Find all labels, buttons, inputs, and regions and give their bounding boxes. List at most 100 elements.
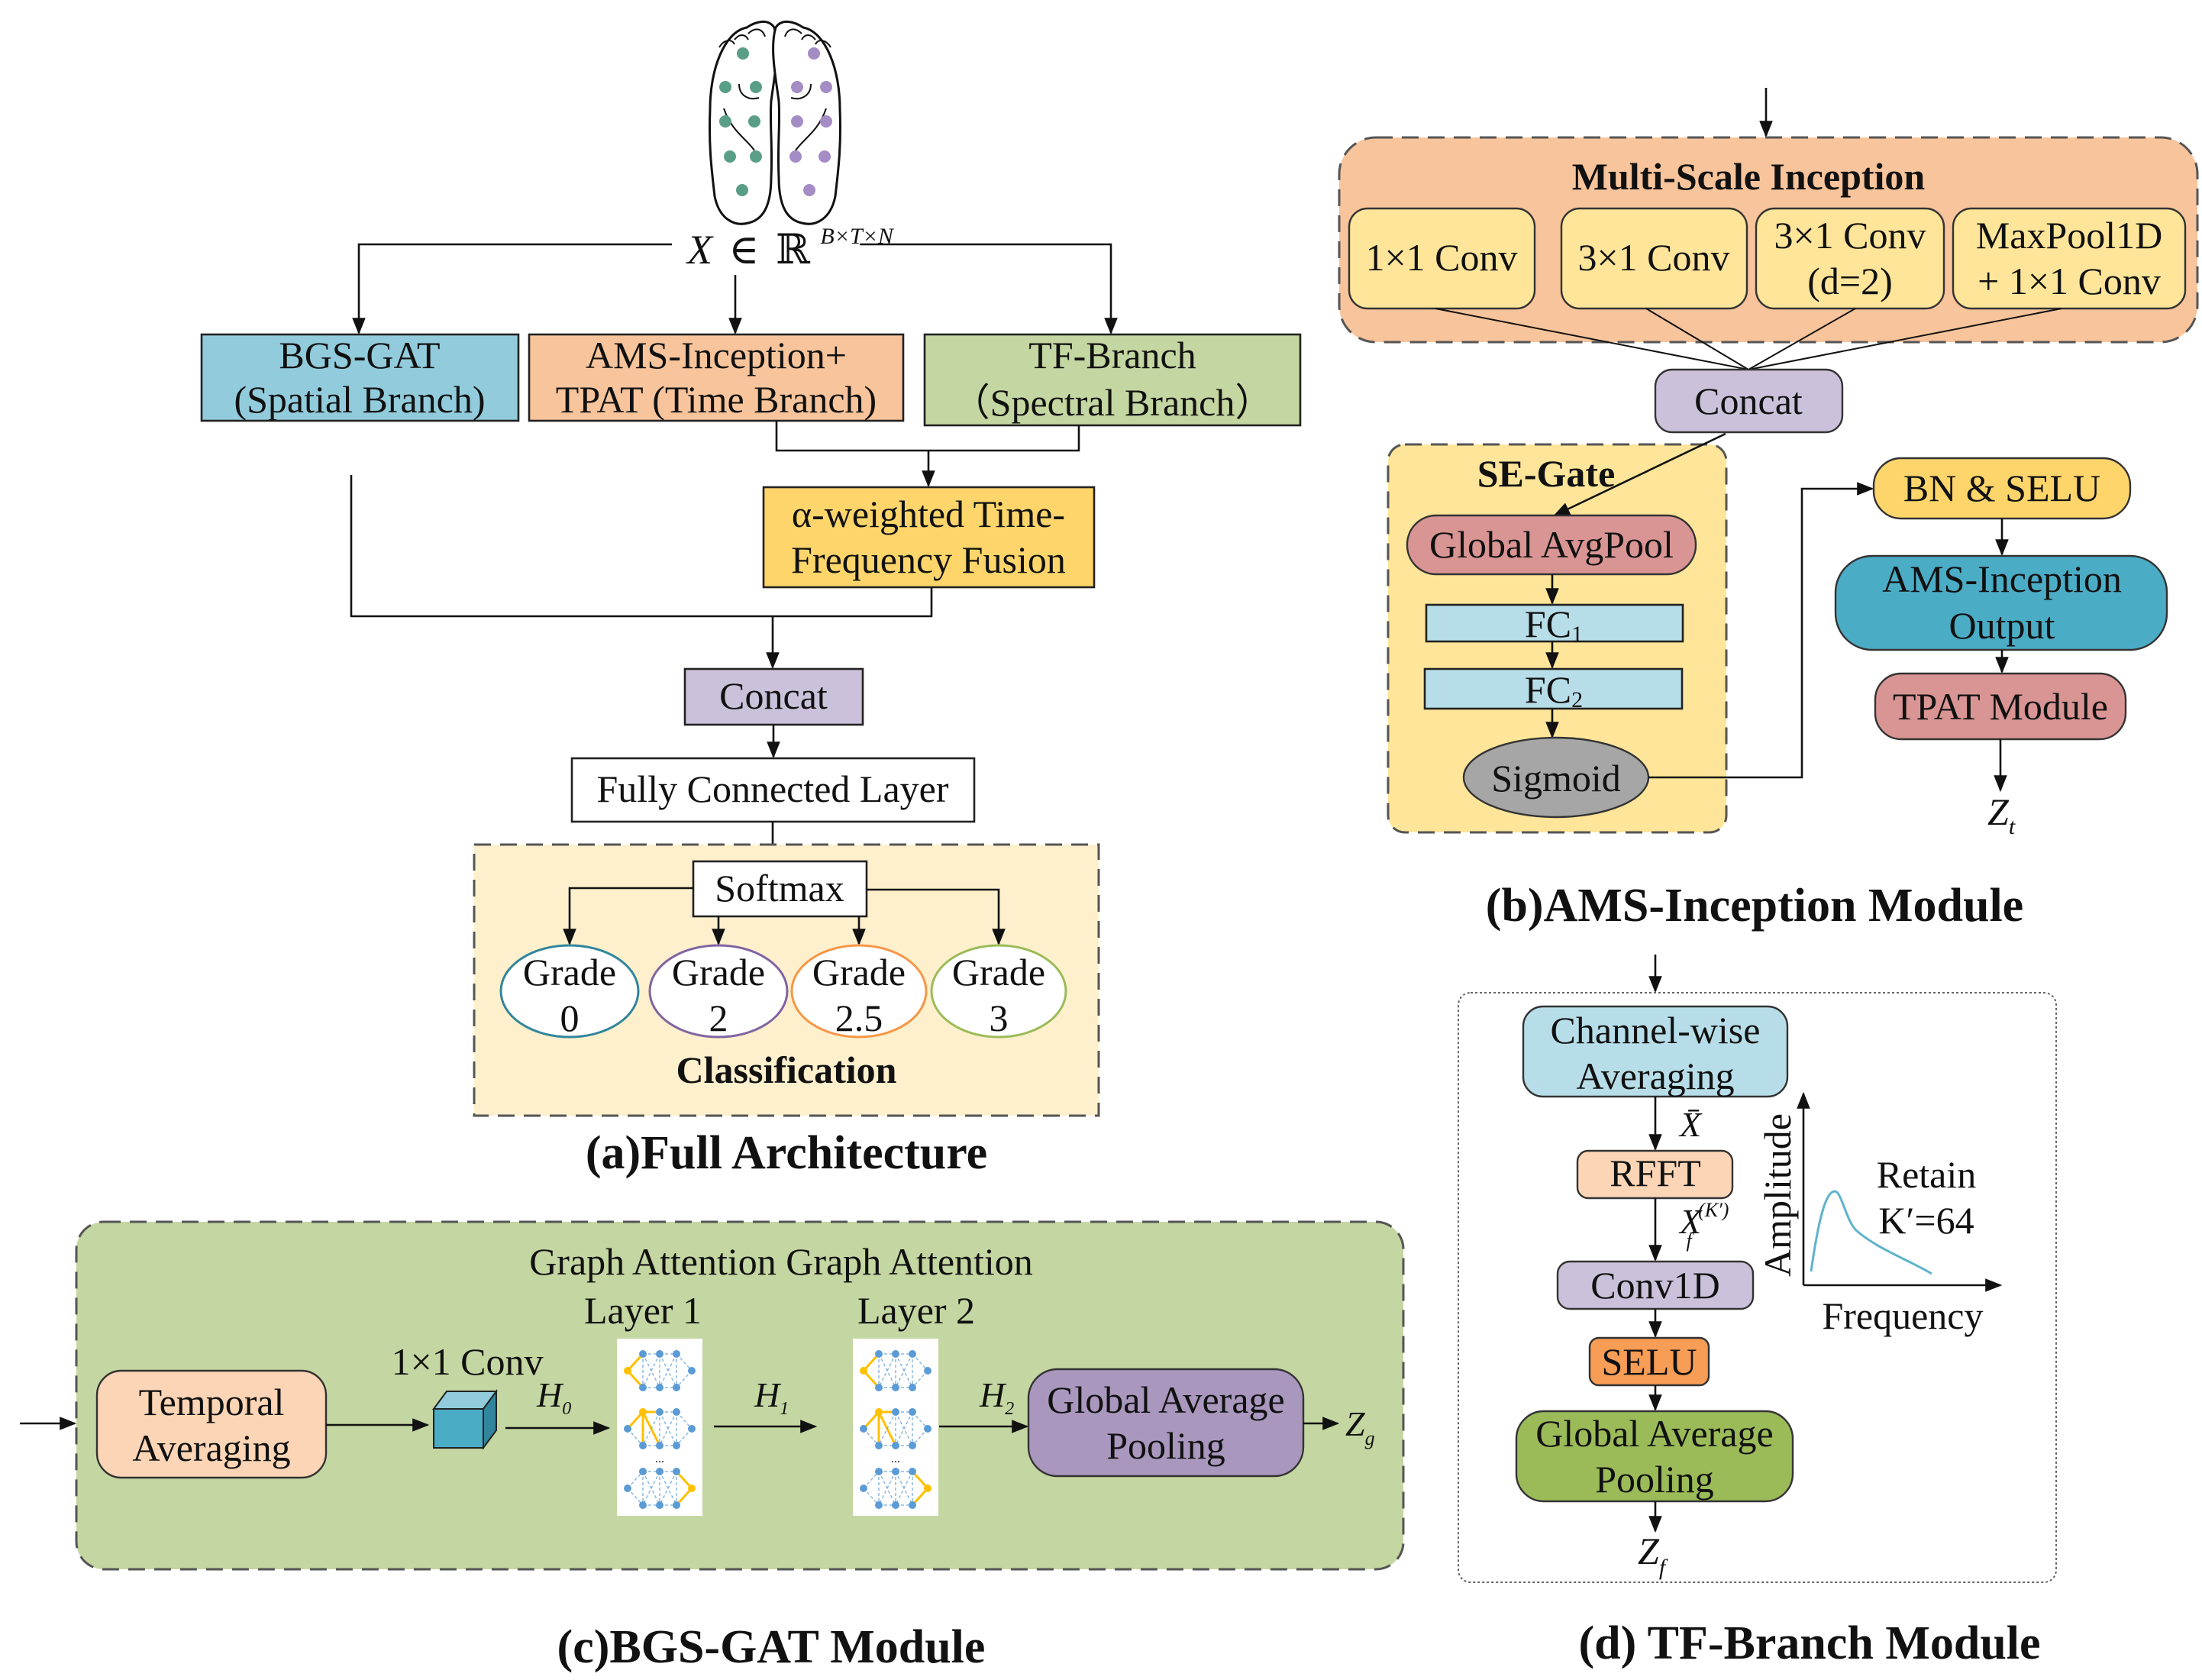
graph-edge (642, 1411, 660, 1446)
frequency-label: Frequency (1822, 1294, 1983, 1337)
fc-layer-box: Fully Connected Layer (570, 757, 976, 823)
zg-output-label: Zg (1345, 1404, 1375, 1449)
input-tensor-label: X ∈ ℝ B×T×N (686, 224, 895, 273)
graph-edge (895, 1471, 913, 1506)
svg-text:（Spectral Branch）: （Spectral Branch） (952, 381, 1274, 424)
graph-node (624, 1425, 631, 1433)
svg-text:Output: Output (1949, 604, 2055, 647)
svg-text:Grade: Grade (952, 951, 1045, 993)
svg-text:(Spatial Branch): (Spatial Branch) (234, 378, 485, 421)
graph-edge (659, 1471, 677, 1506)
graph-edge (659, 1411, 677, 1446)
graph-node (892, 1468, 899, 1475)
svg-text:FC2: FC2 (1525, 668, 1583, 712)
selu-box: SELU (1588, 1336, 1710, 1387)
svg-text:SELU: SELU (1602, 1340, 1697, 1383)
softmax-to-grade3 (867, 888, 1006, 946)
graph-ellipsis: ... (655, 1452, 664, 1465)
svg-text:TPAT (Time Branch): TPAT (Time Branch) (556, 378, 877, 421)
graph-node (924, 1367, 931, 1375)
spectrum-plot: Amplitude Frequency Retain K′=64 (1756, 1091, 2003, 1337)
graph-node (909, 1442, 916, 1449)
right-foot-sensors (789, 47, 832, 196)
svg-text:Pooling: Pooling (1595, 1458, 1714, 1501)
tf-global-avg-pool-box: Global Average Pooling (1515, 1410, 1794, 1503)
graph-node (892, 1501, 899, 1509)
svg-text:FC1: FC1 (1525, 603, 1583, 647)
graph-node (909, 1350, 916, 1358)
zt-output-label: Zt (1987, 790, 2016, 839)
svg-text:BGS-GAT: BGS-GAT (279, 334, 440, 376)
graph-node (624, 1367, 631, 1375)
svg-text:MaxPool1D: MaxPool1D (1976, 214, 2162, 257)
xf-label: X(K′)f (1678, 1199, 1729, 1252)
graph-ellipsis: ... (891, 1452, 900, 1465)
svg-text:3×1 Conv: 3×1 Conv (1774, 214, 1926, 257)
graph-node (639, 1501, 647, 1509)
caption-a: (a)Full Architecture (586, 1127, 987, 1179)
graph-node (673, 1350, 680, 1358)
svg-text:Global AvgPool: Global AvgPool (1429, 523, 1674, 566)
inception-to-concat-lines (1435, 308, 2062, 370)
svg-text:3: 3 (990, 997, 1009, 1039)
global-avgpool-box: Global AvgPool (1406, 514, 1697, 576)
concat-b-box: Concat (1654, 368, 1844, 434)
svg-text:Multi-Scale Inception: Multi-Scale Inception (1572, 155, 1926, 198)
grade-2-5-node: Grade 2.5 (790, 944, 928, 1039)
graph-node (639, 1384, 647, 1391)
graph-node (875, 1408, 883, 1416)
svg-text:1×1 Conv: 1×1 Conv (1365, 236, 1517, 279)
svg-text:Grade: Grade (523, 951, 616, 993)
svg-text:AMS-Inception: AMS-Inception (1882, 557, 2122, 600)
svg-text:Conv1D: Conv1D (1590, 1264, 1719, 1307)
multi-scale-inception-region: Multi-Scale Inception 1×1 Conv 3×1 Conv … (1338, 136, 2199, 370)
rfft-box: RFFT (1576, 1149, 1734, 1200)
concat-to-se-arrow (1553, 432, 1726, 517)
svg-text:Grade: Grade (812, 951, 906, 993)
graph-edge (895, 1411, 913, 1446)
graph-node (656, 1384, 664, 1391)
amplitude-label: Amplitude (1756, 1113, 1799, 1277)
svg-text:Concat: Concat (1694, 380, 1803, 422)
graph-node (892, 1350, 899, 1358)
graph-node (892, 1442, 899, 1449)
graph-node (875, 1384, 883, 1391)
k-prime-label: K′=64 (1878, 1199, 1974, 1242)
svg-text:α-weighted Time-: α-weighted Time- (792, 493, 1065, 535)
graph-node (688, 1367, 696, 1375)
graph-node (673, 1384, 680, 1391)
graph-node (875, 1468, 883, 1475)
conv-1x1-label: 1×1 Conv (391, 1340, 543, 1383)
concat-box: Concat (683, 667, 864, 726)
svg-text:+ 1×1 Conv: + 1×1 Conv (1978, 260, 2161, 302)
graph-node (656, 1408, 664, 1416)
tpat-module-box: TPAT Module (1874, 672, 2127, 741)
graph-node (656, 1442, 664, 1449)
grade-3-node: Grade 3 (930, 944, 1067, 1039)
svg-text:AMS-Inception+: AMS-Inception+ (586, 334, 847, 376)
svg-text:Sigmoid: Sigmoid (1491, 757, 1620, 800)
conv-3x1-box: 3×1 Conv (1560, 207, 1748, 310)
tf-region (1458, 992, 2057, 1583)
fc2-box: FC2 (1423, 667, 1684, 712)
graph-node (860, 1367, 867, 1375)
graph-node (656, 1501, 664, 1509)
zf-output-label: Zf (1638, 1530, 1668, 1580)
ams-output-box: AMS-Inception Output (1834, 554, 2168, 651)
input-to-spatial-arrow (352, 243, 672, 335)
h2-label: H2 (979, 1375, 1014, 1419)
graph-node (639, 1350, 647, 1358)
gat-region (75, 1220, 1405, 1571)
svg-text:RFFT: RFFT (1610, 1152, 1701, 1194)
graph-node (892, 1384, 899, 1391)
graph-node (673, 1442, 680, 1449)
graph-node (673, 1501, 680, 1509)
graph-node (909, 1501, 916, 1509)
svg-text:2.5: 2.5 (835, 997, 883, 1039)
retain-label: Retain (1877, 1153, 1977, 1196)
graph-edge (878, 1471, 896, 1506)
svg-text:Temporal: Temporal (139, 1381, 285, 1423)
graph-node (875, 1501, 883, 1509)
graph-attention-layer1-image: ... (617, 1339, 702, 1516)
graph-node (639, 1408, 647, 1416)
